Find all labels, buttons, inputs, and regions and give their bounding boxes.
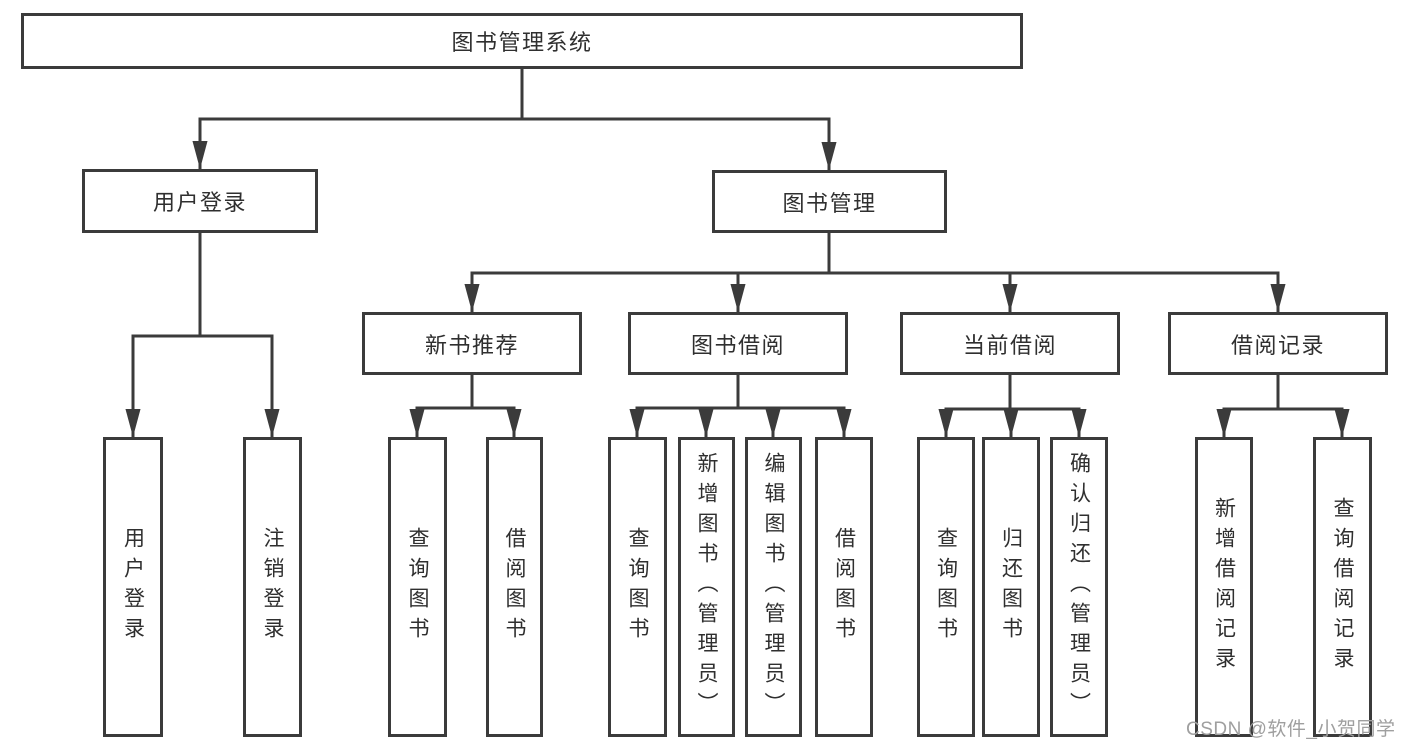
node-current-borrow: 当前借阅	[900, 312, 1120, 375]
node-borrow-records: 借阅记录	[1168, 312, 1388, 375]
leaf-edit-book-admin: 编辑图书（管理员）	[745, 437, 802, 737]
node-label: 编辑图书（管理员）	[762, 452, 785, 722]
edges-book-management	[464, 231, 1286, 314]
node-label: 查询图书	[406, 527, 429, 647]
leaf-borrow-books: 借阅图书	[815, 437, 873, 737]
node-label: 确认归还（管理员）	[1067, 452, 1091, 722]
node-label: 用户登录	[121, 527, 145, 647]
leaf-add-borrow-record: 新增借阅记录	[1195, 437, 1253, 737]
node-new-book-recommend: 新书推荐	[362, 312, 582, 375]
node-label: 新增借阅记录	[1212, 497, 1236, 677]
node-book-borrow: 图书借阅	[628, 312, 848, 375]
node-label: 新增图书（管理员）	[695, 452, 718, 722]
edges-borrow-records	[1216, 373, 1350, 439]
edges-root	[192, 67, 837, 172]
node-label: 借阅图书	[503, 527, 526, 647]
node-label: 查询图书	[934, 527, 958, 647]
leaf-query-books-borrow: 查询图书	[608, 437, 667, 737]
leaf-query-borrow-record: 查询借阅记录	[1313, 437, 1372, 737]
node-user-login: 用户登录	[82, 169, 318, 233]
leaf-logout: 注销登录	[243, 437, 302, 737]
leaf-user-login: 用户登录	[103, 437, 163, 737]
node-book-management: 图书管理	[712, 170, 947, 233]
edges-user-login	[125, 231, 280, 439]
node-label: 注销登录	[261, 527, 284, 647]
node-label: 借阅图书	[832, 527, 856, 647]
node-label: 归还图书	[999, 527, 1023, 647]
edges-new-book-recommend	[409, 373, 522, 439]
leaf-confirm-return-admin: 确认归还（管理员）	[1050, 437, 1108, 737]
leaf-borrow-books-recommend: 借阅图书	[486, 437, 543, 737]
node-library-management-system: 图书管理系统	[21, 13, 1023, 69]
node-label: 查询图书	[626, 527, 649, 647]
edges-book-borrow	[629, 373, 852, 439]
leaf-return-book: 归还图书	[982, 437, 1040, 737]
watermark: CSDN @软件_小贺同学	[1186, 719, 1396, 740]
leaf-query-books-recommend: 查询图书	[388, 437, 447, 737]
leaf-add-book-admin: 新增图书（管理员）	[678, 437, 735, 737]
leaf-query-books-current: 查询图书	[917, 437, 975, 737]
node-label: 查询借阅记录	[1331, 497, 1354, 677]
edges-current-borrow	[938, 373, 1087, 439]
